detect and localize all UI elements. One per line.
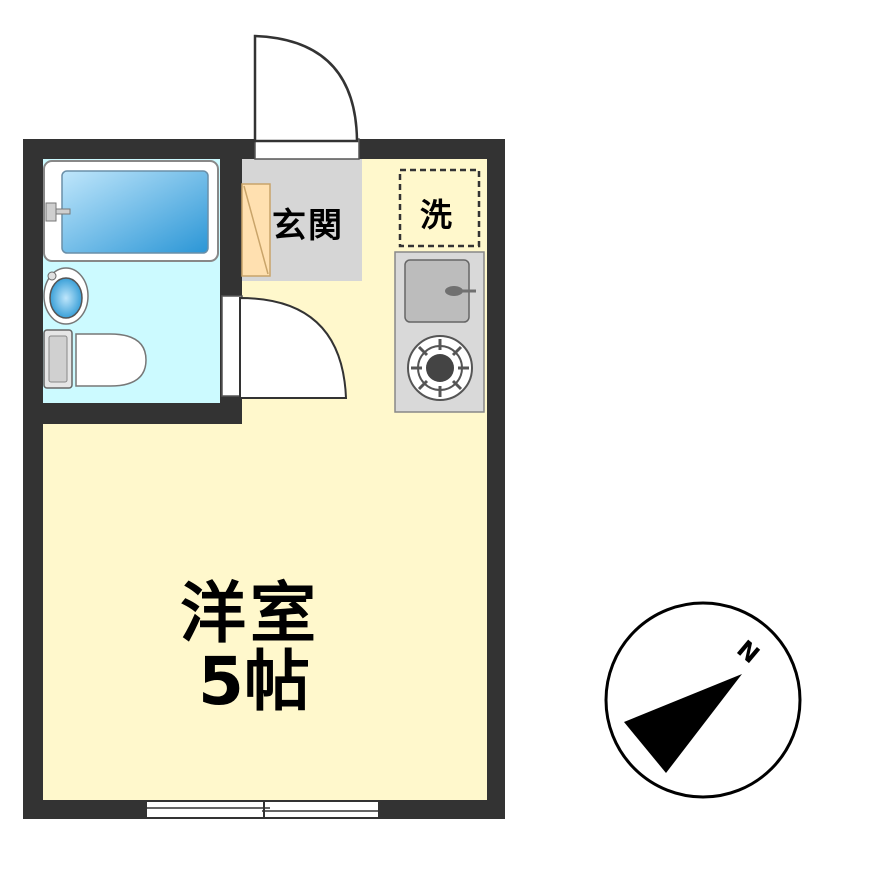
toilet-bowl bbox=[75, 333, 147, 387]
bottom-window bbox=[145, 800, 380, 819]
entry-door-swing bbox=[253, 34, 359, 143]
washer-space bbox=[398, 168, 481, 248]
basin-bowl bbox=[49, 277, 83, 319]
bath-faucet-spout bbox=[55, 208, 71, 215]
basin-faucet bbox=[47, 271, 57, 281]
bathroom-door-swing bbox=[239, 296, 348, 399]
compass-arrow bbox=[624, 674, 742, 773]
bath-faucet bbox=[45, 202, 57, 222]
washer-label: 洗 bbox=[420, 196, 453, 234]
bathtub-water bbox=[61, 170, 209, 254]
gas-burner-core bbox=[426, 354, 454, 382]
western-room-size: 5帖 bbox=[198, 643, 310, 720]
gas-burner-grate bbox=[411, 339, 469, 397]
western-room-label: 洋室 bbox=[180, 575, 320, 652]
shoe-box-diagonal bbox=[243, 185, 269, 275]
entrance-label: 玄関 bbox=[272, 206, 344, 246]
toilet-tank-inner bbox=[48, 335, 68, 383]
compass bbox=[604, 601, 802, 799]
